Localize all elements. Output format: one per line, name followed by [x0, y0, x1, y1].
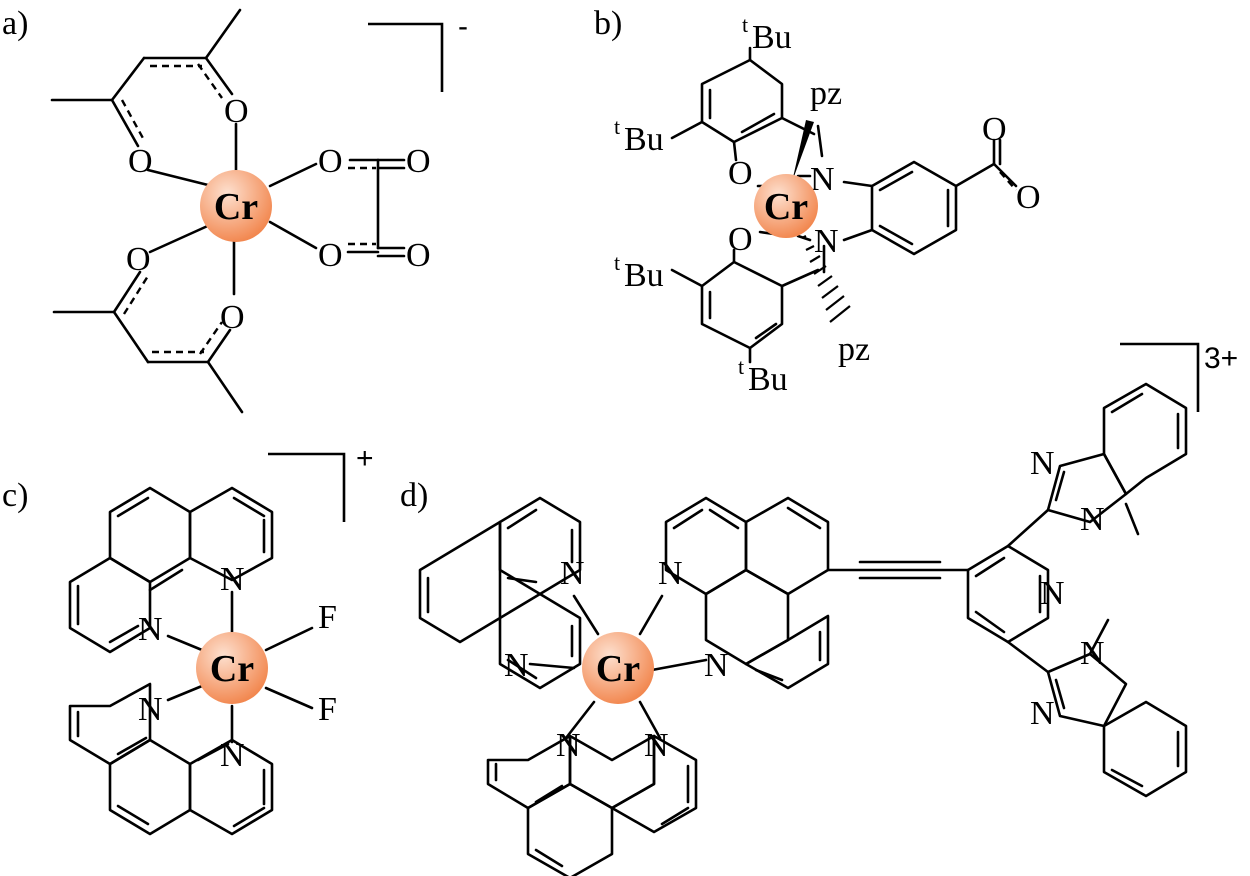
panel-b-nitrogen: N [814, 223, 839, 260]
panel-a-oxygen: O [220, 299, 245, 336]
panel-b: b) [594, 5, 1041, 398]
panel-a-oxygen: O [128, 143, 153, 180]
panel-d-metal-label: Cr [596, 648, 640, 690]
panel-a-chromium-center [200, 170, 272, 242]
panel-d-nitrogen: N [1030, 445, 1055, 482]
panel-c: c) + [2, 442, 374, 836]
panel-a-metal-label: Cr [214, 186, 258, 228]
panel-c-nitrogen: N [220, 561, 245, 598]
panel-a-label: a) [2, 5, 28, 42]
benzimidazole-lower [1046, 618, 1188, 798]
central-pyridine [966, 508, 1050, 674]
panel-d-nitrogen: N [1040, 575, 1065, 612]
panel-b-oxygen: O [982, 111, 1007, 148]
panel-c-chromium-center [196, 632, 268, 704]
phenanthroline-bottom [486, 734, 698, 876]
panel-d-bracket [1120, 342, 1200, 412]
panel-c-bracket [268, 452, 346, 522]
panel-c-nitrogen: N [138, 691, 163, 728]
panel-c-fluorine: F [318, 599, 337, 636]
panel-a: a) - [2, 5, 468, 414]
panel-d-nitrogen: N [644, 727, 669, 764]
tbu-label: Bu [624, 257, 664, 294]
pz-ligand-label: pz [810, 75, 842, 112]
panel-a-oxygen: O [318, 237, 343, 274]
panel-a-charge: - [458, 10, 468, 43]
panel-a-oxygen: O [318, 143, 343, 180]
tbu-superscript: t [738, 354, 744, 379]
pz-ligand-label: pz [838, 331, 870, 368]
phenolate-ring-lower [670, 244, 826, 364]
tbu-superscript: t [742, 12, 748, 37]
panel-c-charge: + [356, 442, 374, 475]
panel-c-nitrogen: N [220, 737, 245, 774]
phenanthroline-right [664, 496, 830, 690]
panel-d-chromium-center [582, 632, 654, 704]
tbu-label: Bu [624, 121, 664, 158]
tbu-superscript: t [614, 114, 620, 139]
phenanthroline-left [418, 496, 582, 690]
tbu-superscript: t [614, 250, 620, 275]
panel-d-charge: 3+ [1204, 342, 1238, 375]
panel-a-oxygen: O [126, 241, 151, 278]
panel-b-wedge-bond [792, 120, 814, 182]
panel-d: d) 3+ [400, 342, 1238, 876]
panel-b-oxygen: O [728, 155, 753, 192]
panel-d-nitrogen: N [704, 647, 729, 684]
panel-c-nitrogen: N [138, 611, 163, 648]
panel-d-nitrogen: N [504, 647, 529, 684]
panel-c-label: c) [2, 477, 28, 514]
panel-d-nitrogen: N [560, 555, 585, 592]
tbu-label: Bu [752, 19, 792, 56]
panel-c-metal-label: Cr [210, 648, 254, 690]
panel-b-hashed-bond [801, 235, 851, 323]
benzimidazole-upper [1046, 382, 1188, 536]
panel-a-oxygen: O [406, 143, 431, 180]
panel-d-nitrogen: N [658, 555, 683, 592]
panel-d-label: d) [400, 477, 428, 514]
panel-a-oxygen: O [224, 93, 249, 130]
panel-d-nitrogen: N [1080, 501, 1105, 538]
oxalate-ligand [268, 158, 406, 258]
panel-b-oxygen: O [1016, 179, 1041, 216]
panel-a-oxygen: O [406, 237, 431, 274]
panel-d-nitrogen: N [556, 727, 581, 764]
panel-b-chromium-center [754, 174, 818, 238]
panel-b-oxygen: O [728, 221, 753, 258]
panel-d-nitrogen: N [1080, 635, 1105, 672]
acac-ring-lower [52, 222, 244, 414]
panel-c-fluorine: F [318, 691, 337, 728]
acac-ring-upper [50, 8, 242, 188]
panel-b-label: b) [594, 5, 622, 42]
phenanthroline-upper [68, 486, 274, 654]
panel-b-metal-label: Cr [764, 186, 808, 228]
tbu-label: Bu [748, 361, 788, 398]
panel-a-bracket [368, 22, 444, 92]
phenylene-diamine-ring [842, 138, 1018, 256]
phenolate-ring-upper [670, 46, 824, 162]
panel-d-nitrogen: N [1030, 695, 1055, 732]
